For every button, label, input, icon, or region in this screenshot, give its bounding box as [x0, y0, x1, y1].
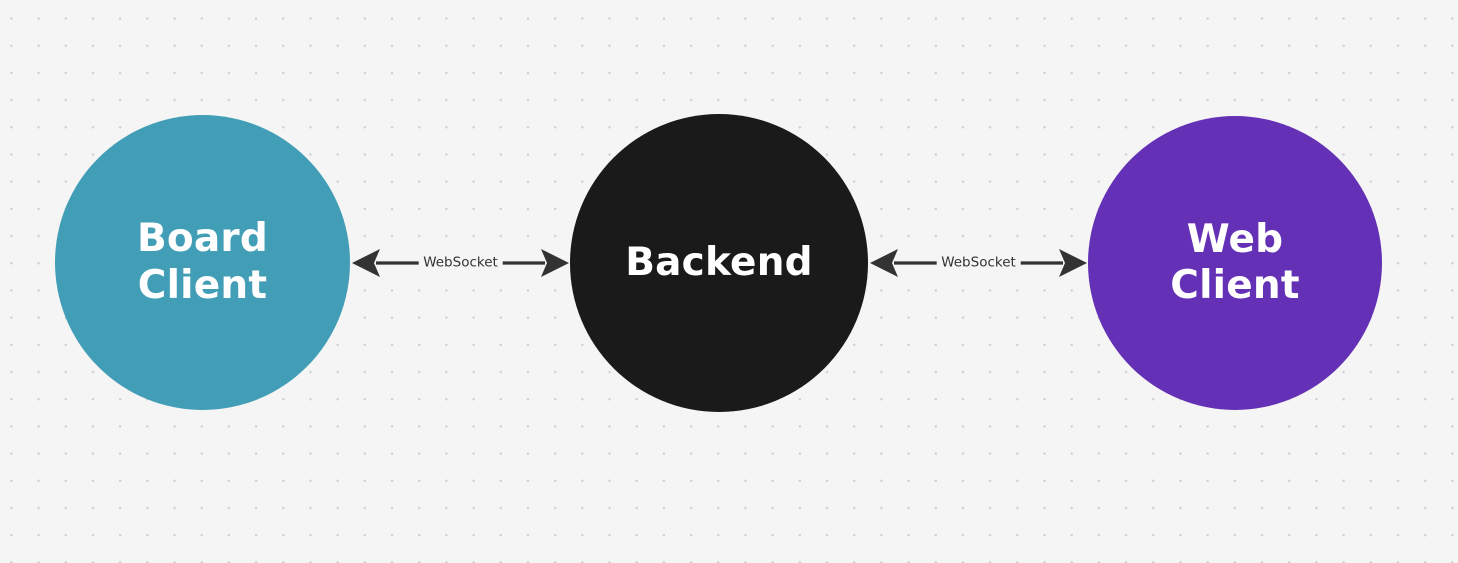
arrowhead-left-icon — [352, 249, 380, 277]
edge-board-client-backend-label: WebSocket — [418, 254, 503, 272]
arrowhead-right-icon — [1059, 249, 1087, 277]
edge-board-client-backend[interactable]: WebSocket — [350, 233, 571, 293]
node-board-client-label: Board Client — [137, 216, 268, 308]
node-backend[interactable]: Backend — [570, 114, 868, 412]
arrowhead-right-icon — [541, 249, 569, 277]
node-web-client-label: Web Client — [1170, 216, 1300, 308]
arrowhead-left-icon — [870, 249, 898, 277]
edge-backend-web-client[interactable]: WebSocket — [868, 233, 1089, 293]
edge-backend-web-client-label: WebSocket — [936, 254, 1021, 272]
node-backend-label: Backend — [625, 239, 813, 285]
node-board-client[interactable]: Board Client — [55, 115, 350, 410]
node-web-client[interactable]: Web Client — [1088, 116, 1382, 410]
